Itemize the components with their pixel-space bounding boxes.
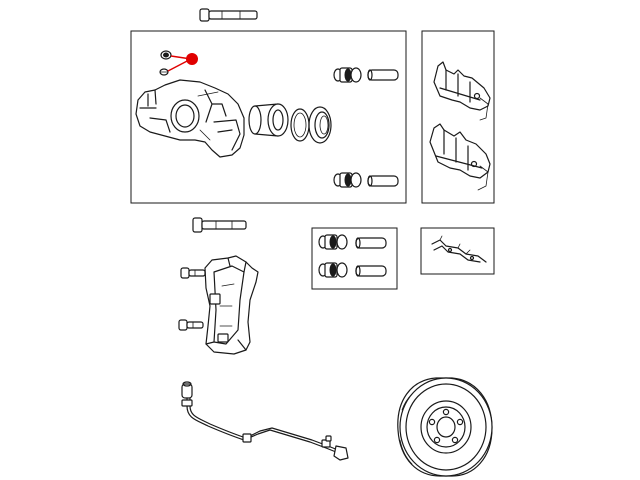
guide-pin-boots-lower[interactable] [333,172,399,188]
brake-pad-upper[interactable] [433,61,491,121]
wheel-speed-sensor-wire[interactable] [181,381,349,461]
brake-rotor[interactable] [397,377,493,477]
guide-pins-set[interactable] [318,234,387,278]
caliper-housing[interactable] [135,79,245,158]
caliper-mounting-bolt[interactable] [192,217,247,233]
pad-clip[interactable] [431,235,487,263]
brake-pad-lower[interactable] [429,123,491,191]
caliper-adapter-bracket[interactable] [204,255,259,355]
pad-clip-box [420,227,495,275]
adapter-bolts[interactable] [178,267,206,331]
brake-pads-box [421,30,495,204]
caliper-pin-bolt-top[interactable] [199,8,258,22]
bleeder-screw-highlighted[interactable] [159,50,198,76]
guide-pin-boots-upper[interactable] [333,67,399,83]
guide-pins-box [311,227,398,290]
caliper-piston[interactable] [248,103,289,137]
piston-seal-and-boot[interactable] [290,106,332,144]
caliper-assembly-box [130,30,407,204]
